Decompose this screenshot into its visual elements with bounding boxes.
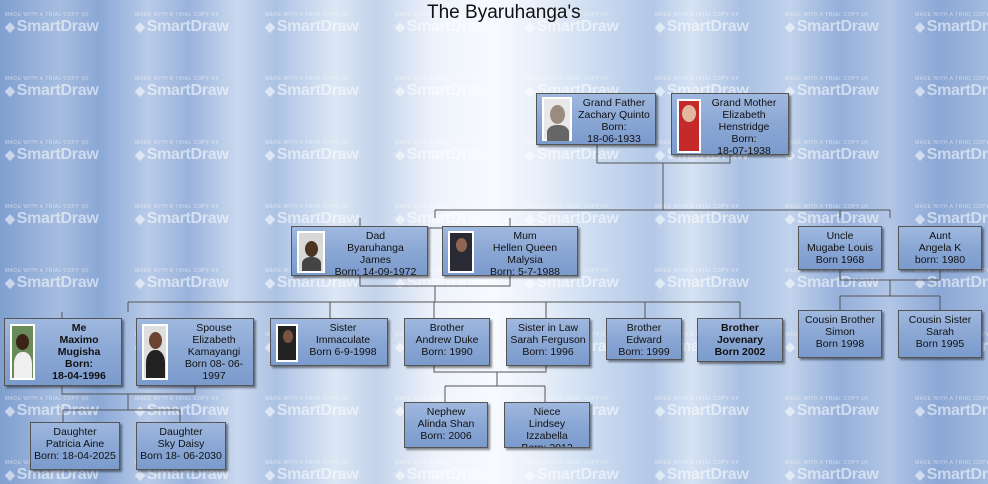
person-grandmother[interactable]: Grand Mother Elizabeth Henstridge Born: … — [671, 93, 789, 155]
person-mum[interactable]: Mum Hellen Queen Malysia Born: 5-7-1988 — [442, 226, 578, 276]
person-daughter-sky[interactable]: Daughter Sky Daisy Born 18- 06-2030 — [136, 422, 226, 470]
portrait-photo-grandfather — [542, 97, 572, 141]
person-daughter-patricia[interactable]: Daughter Patricia Aine Born: 18-04-2025 — [30, 422, 120, 470]
person-me[interactable]: Me Maximo Mugisha Born: 18-04-1996 — [4, 318, 122, 386]
person-cousin-simon[interactable]: Cousin Brother Simon Born 1998 — [798, 310, 882, 358]
portrait-photo-spouse — [142, 324, 168, 380]
person-aunt[interactable]: Aunt Angela K born: 1980 — [898, 226, 982, 270]
person-label: Daughter Sky Daisy Born 18- 06-2030 — [140, 426, 222, 462]
person-label: Niece Lindsey Izzabella Born: 2012 — [521, 406, 573, 448]
person-uncle[interactable]: Uncle Mugabe Louis Born 1968 — [798, 226, 882, 270]
person-label: Dad Byaruhanga James Born: 14-09-1972 — [334, 230, 417, 276]
person-dad[interactable]: Dad Byaruhanga James Born: 14-09-1972 — [291, 226, 428, 276]
person-sister[interactable]: Sister Immaculate Born 6-9-1998 — [270, 318, 388, 366]
portrait-photo-mum — [448, 231, 474, 273]
person-label: Daughter Patricia Aine Born: 18-04-2025 — [34, 426, 116, 462]
person-label: Grand Father Zachary Quinto Born: 18-06-… — [578, 97, 650, 145]
person-brother-edward[interactable]: Brother Edward Born: 1999 — [606, 318, 682, 360]
person-nephew[interactable]: Nephew Alinda Shan Born: 2006 — [404, 402, 488, 448]
person-brother-jovenary[interactable]: Brother Jovenary Born 2002 — [697, 318, 783, 362]
person-label: Brother Andrew Duke Born: 1990 — [415, 322, 479, 358]
person-label: Aunt Angela K born: 1980 — [914, 230, 966, 266]
person-spouse[interactable]: Spouse Elizabeth Kamayangi Born 08- 06- … — [136, 318, 254, 386]
person-label: Sister Immaculate Born 6-9-1998 — [309, 322, 377, 358]
person-label: Brother Edward Born: 1999 — [618, 322, 670, 358]
person-label: Mum Hellen Queen Malysia Born: 5-7-1988 — [489, 230, 561, 276]
person-label: Sister in Law Sarah Ferguson Born: 1996 — [510, 322, 586, 358]
chart-title: The Byaruhanga's — [427, 2, 581, 23]
person-sister-in-law[interactable]: Sister in Law Sarah Ferguson Born: 1996 — [506, 318, 590, 366]
portrait-photo-sister — [276, 324, 298, 362]
person-grandfather[interactable]: Grand Father Zachary Quinto Born: 18-06-… — [536, 93, 656, 145]
portrait-photo-me — [10, 324, 35, 380]
portrait-photo-grandmother — [677, 99, 701, 153]
person-label: Grand Mother Elizabeth Henstridge Born: … — [711, 97, 777, 155]
person-label: Spouse Elizabeth Kamayangi Born 08- 06- … — [184, 322, 244, 382]
portrait-photo-dad — [297, 231, 325, 273]
person-label: Cousin Brother Simon Born 1998 — [804, 314, 876, 350]
person-niece[interactable]: Niece Lindsey Izzabella Born: 2012 — [504, 402, 590, 448]
person-label: Brother Jovenary Born 2002 — [714, 322, 766, 358]
person-label: Cousin Sister Sarah Born 1995 — [908, 314, 972, 350]
person-label: Me Maximo Mugisha Born: 18-04-1996 — [52, 322, 106, 382]
person-brother-andrew[interactable]: Brother Andrew Duke Born: 1990 — [404, 318, 490, 366]
person-cousin-sarah[interactable]: Cousin Sister Sarah Born 1995 — [898, 310, 982, 358]
person-label: Nephew Alinda Shan Born: 2006 — [417, 406, 475, 442]
person-label: Uncle Mugabe Louis Born 1968 — [807, 230, 873, 266]
